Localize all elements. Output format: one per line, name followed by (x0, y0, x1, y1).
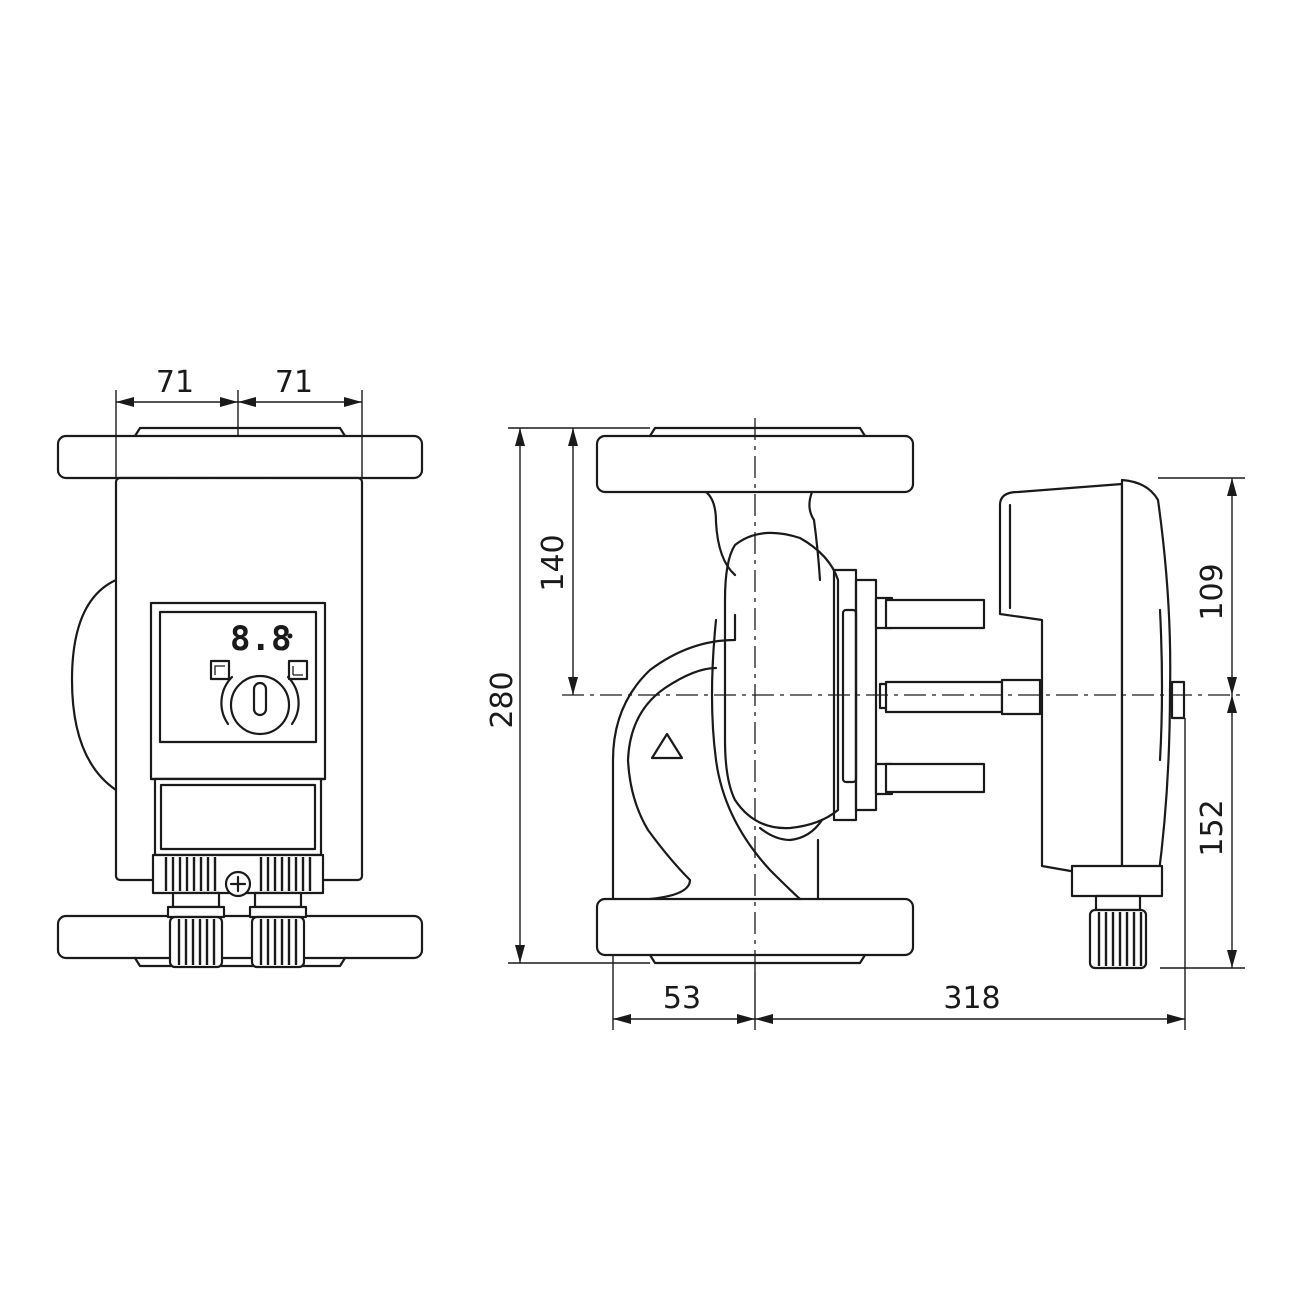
side-control-cover (1120, 478, 1172, 887)
front-view: 8.8 (56, 365, 424, 969)
side-motor-head (998, 482, 1124, 882)
display-dot-icon (287, 633, 293, 639)
segment-display: 8.8 (230, 619, 291, 659)
side-tie-rods (884, 598, 1042, 794)
side-cable-gland (1088, 908, 1148, 970)
front-motor-bulge (70, 578, 118, 792)
dim-front-right-71: 71 (275, 365, 313, 400)
dim-horizontal (612, 718, 1186, 1030)
dim-318: 318 (943, 981, 1000, 1016)
control-knob (220, 674, 300, 736)
front-terminal-ribs (164, 857, 312, 891)
side-inlet-neck (704, 490, 737, 577)
mode-constant-icon (209, 659, 231, 681)
dim-front-left-71: 71 (156, 365, 194, 400)
flow-direction-icon (650, 732, 684, 760)
dim-140: 140 (536, 534, 571, 591)
front-width-dimension (115, 390, 363, 478)
dim-head-right (1158, 477, 1245, 969)
terminal-screw-icon (224, 870, 252, 898)
side-view: 280 140 109 152 (485, 418, 1245, 1030)
dim-53: 53 (663, 981, 701, 1016)
front-cable-gland-left (166, 891, 226, 969)
dim-overall-height (508, 427, 650, 964)
dim-inlet-axis (568, 428, 578, 695)
front-bottom-flange (56, 914, 424, 960)
side-lower-body (611, 613, 737, 901)
dim-109: 109 (1195, 563, 1230, 620)
mode-variable-icon (287, 659, 309, 681)
front-cable-gland-right (248, 891, 308, 969)
side-terminal-box (1070, 864, 1164, 898)
side-volute (723, 531, 840, 830)
front-top-flange (56, 434, 424, 480)
dim-280: 280 (485, 671, 520, 728)
front-terminal-box (153, 777, 323, 857)
dim-152: 152 (1195, 799, 1230, 856)
